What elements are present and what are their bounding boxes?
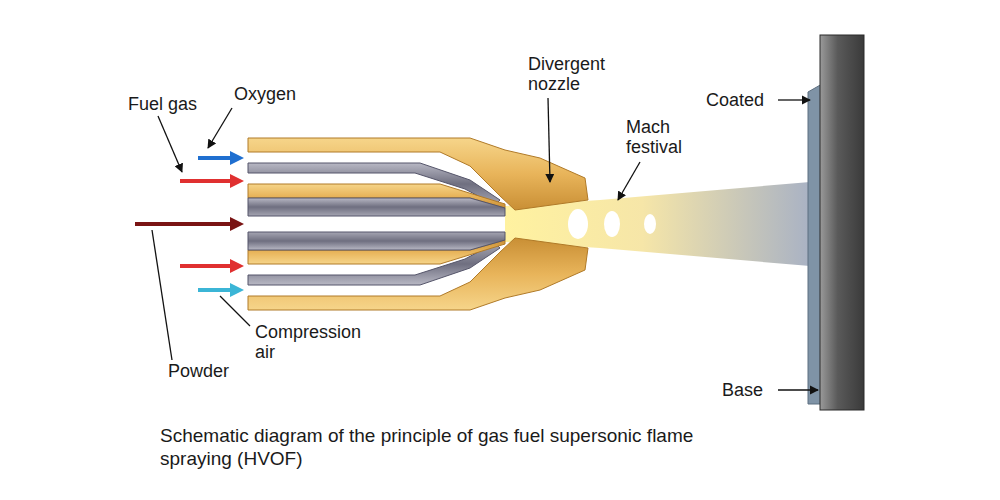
leader-lines [152, 98, 818, 390]
base-label: Base [722, 380, 782, 400]
mach-diamond [644, 214, 656, 234]
oxygen-label: Oxygen [234, 84, 334, 104]
gun-half [248, 232, 588, 310]
mach-diamond [568, 209, 588, 239]
mach-diamond [604, 211, 620, 237]
mach-label: Mach festival [626, 117, 706, 157]
base-substrate [820, 35, 864, 410]
figure-caption: Schematic diagram of the principle of ga… [160, 424, 720, 470]
powder-label: Powder [168, 361, 258, 381]
nozzle-label: Divergent nozzle [528, 54, 628, 94]
coating-label: Coated [706, 90, 786, 110]
air-label: Compression air [255, 322, 375, 362]
feed-arrows [135, 151, 244, 297]
fuel-gas-label: Fuel gas [128, 94, 228, 114]
gun-half [248, 138, 588, 216]
